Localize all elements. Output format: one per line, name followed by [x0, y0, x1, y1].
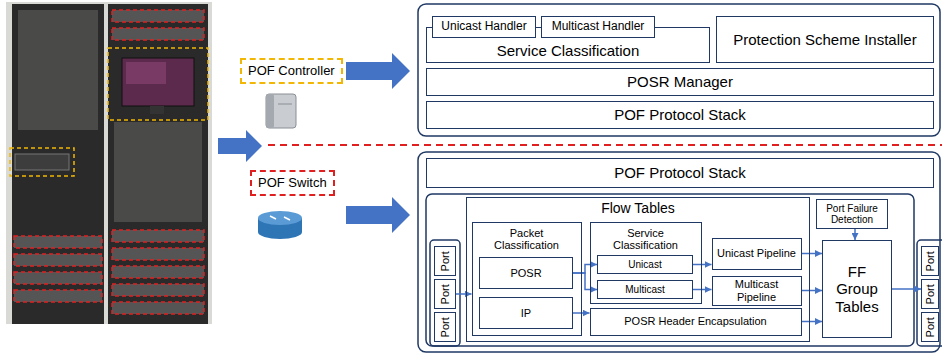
switch-unit [112, 28, 204, 40]
block-arrow [218, 130, 262, 162]
switch-unit [14, 254, 102, 266]
port-box: Port [921, 246, 939, 276]
module-box: POSR Manager [426, 68, 934, 96]
node-label: Service Classification [497, 42, 640, 59]
rack-interior [18, 10, 98, 130]
node-label: FF Group Tables [829, 263, 885, 315]
switch-unit [14, 290, 102, 302]
module-box: POF Protocol Stack [426, 158, 934, 188]
wall [6, 2, 212, 324]
switch-unit [14, 236, 102, 248]
flow-arrow [693, 289, 712, 291]
table-box: FF Group Tables [822, 240, 892, 338]
server-icon [266, 94, 296, 128]
handler-box: Unicast Handler [432, 16, 536, 38]
block-arrow [346, 197, 410, 233]
server-icon [278, 104, 292, 105]
flow-arrow [802, 290, 823, 292]
module-box: Protection Scheme Installer [716, 16, 934, 63]
node-label: IP [521, 307, 531, 320]
node-label: Port [924, 317, 937, 337]
node-label: Multicast [625, 284, 664, 296]
node-label: POF Controller [248, 64, 335, 79]
highlight-box [108, 48, 208, 120]
handler-box: Multicast Handler [541, 16, 655, 38]
table-group: Flow TablesPacket ClassificationPOSR IP Se… [466, 197, 810, 342]
flow-arrow [802, 253, 823, 255]
process-box: Multicast Pipeline [712, 276, 802, 306]
port-box: Port [434, 279, 456, 309]
port-box: Port [921, 312, 939, 342]
node-label: Flow Tables [601, 200, 675, 216]
flow-arrow [573, 265, 597, 274]
node-label: Unicast [628, 259, 661, 271]
port-box: Port [434, 312, 456, 342]
switch-unit [112, 10, 204, 22]
node-label: Packet Classification [485, 227, 569, 252]
node-label: POSR [510, 267, 541, 280]
process-box: Unicast Pipeline [712, 238, 802, 270]
switch-unit [112, 230, 204, 242]
block-arrow [346, 53, 410, 89]
flow-arrow [802, 321, 823, 323]
switch-unit [112, 266, 204, 278]
stage-box: Service ClassificationUnicastMulticast [590, 222, 702, 304]
separator-line [268, 144, 942, 146]
node-label: Protection Scheme Installer [733, 31, 916, 48]
server-icon [266, 94, 274, 128]
flow-arrow [573, 273, 597, 290]
flow-arrow [456, 293, 472, 295]
rack-frame [12, 4, 104, 324]
process-box: IP [479, 297, 573, 329]
rack-frame [108, 4, 208, 324]
node-label: Unicast Handler [441, 20, 526, 34]
process-box: Unicast [597, 255, 693, 274]
switch-unit [112, 302, 204, 314]
process-box: POSR [479, 257, 573, 289]
process-box: POSR Header Encapsulation [590, 308, 802, 336]
node-label: Unicast Pipeline [717, 247, 796, 260]
router-icon [258, 211, 302, 225]
node-label: POSR Manager [627, 73, 733, 90]
node-label: POF Switch [258, 176, 327, 191]
flow-arrow [693, 264, 712, 266]
highlight-box [10, 148, 74, 176]
node-label: Port [924, 251, 937, 271]
port-box: Port [434, 246, 456, 276]
port-column [430, 240, 460, 346]
switch-unit [112, 248, 204, 260]
node-label: Port [439, 284, 452, 304]
node-label: Port [439, 251, 452, 271]
node-label: Service Classification [603, 227, 689, 252]
monitor [122, 58, 194, 106]
port-box: Port [921, 279, 939, 309]
monitor-window [126, 62, 166, 84]
node-label: Multicast Pipeline [717, 278, 797, 303]
server-unit [15, 154, 69, 170]
process-box: Port Failure Detection [816, 199, 888, 229]
flow-arrow [854, 229, 856, 240]
node-label: Port Failure Detection [820, 203, 884, 226]
switch-unit [112, 284, 204, 296]
component-label: POF Switch [250, 170, 335, 196]
port-column [917, 240, 942, 346]
component-label: POF Controller [240, 58, 343, 84]
switch-unit [14, 272, 102, 284]
monitor-stand [150, 106, 164, 114]
switch-panel [418, 152, 940, 352]
flow-arrow [892, 288, 921, 290]
node-label: POSR Header Encapsulation [624, 315, 766, 328]
node-label: Port [924, 284, 937, 304]
router-icon [270, 216, 290, 220]
stage-box: Packet ClassificationPOSR IP [472, 222, 582, 336]
rack-interior [114, 122, 202, 222]
controller-panel [418, 4, 940, 136]
module-box: POF Protocol Stack [426, 101, 934, 129]
node-label: Port [439, 317, 452, 337]
switch-body [426, 194, 914, 346]
node-label: POF Protocol Stack [614, 164, 746, 181]
node-label: Multicast Handler [552, 20, 645, 34]
process-box: Multicast [597, 280, 693, 299]
node-label: POF Protocol Stack [614, 106, 746, 123]
